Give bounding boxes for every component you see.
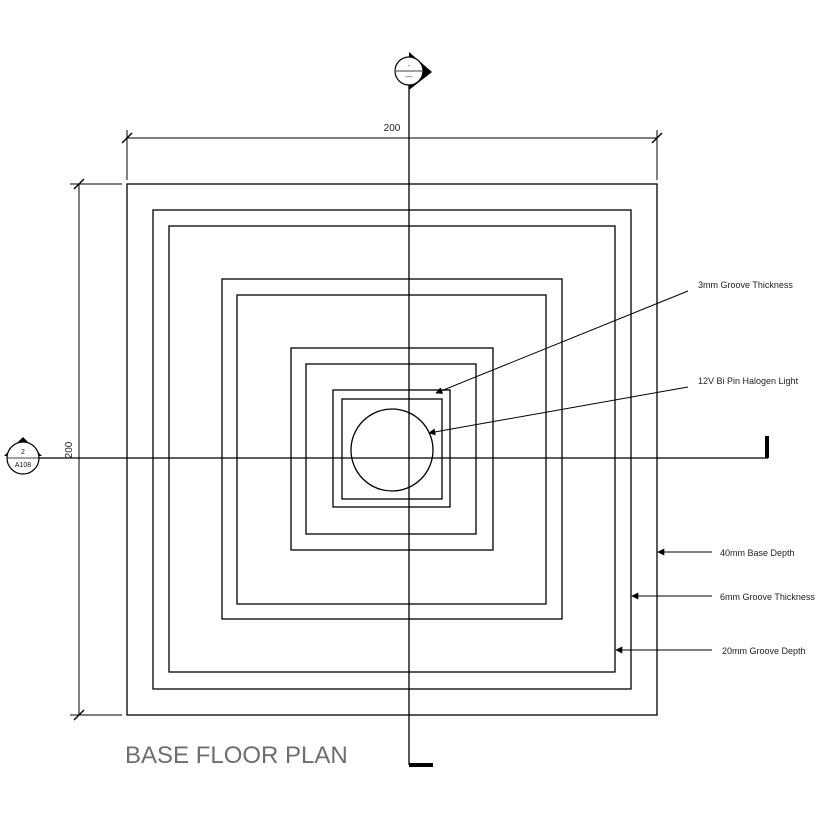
square-3 (168, 225, 616, 673)
annotation-groove-3mm: 3mm Groove Thickness (698, 280, 793, 290)
section-lines (23, 75, 768, 765)
square-6 (290, 347, 494, 551)
leader-halogen-light (428, 386, 689, 436)
left-dimension (70, 178, 122, 721)
section-marker-left-number: 2 (21, 449, 25, 456)
leader-groove-3mm (435, 290, 689, 394)
square-7 (305, 363, 477, 535)
section-marker-top-sheet: --- (406, 74, 414, 81)
section-end-mark-bottom (409, 763, 433, 767)
annotation-base-depth: 40mm Base Depth (720, 548, 795, 558)
height-dimension-label: 200 (64, 441, 75, 458)
drawing-title: BASE FLOOR PLAN (125, 742, 348, 769)
section-marker-left[interactable]: 2 A108 (4, 437, 42, 475)
halogen-light-circle (350, 408, 434, 492)
annotation-groove-6mm: 6mm Groove Thickness (720, 592, 815, 602)
section-marker-left-sheet: A108 (15, 462, 31, 469)
base-outline-squares (126, 183, 658, 716)
square-9 (341, 398, 443, 500)
annotation-leaders (428, 290, 712, 654)
square-4 (221, 278, 563, 620)
section-marker-top[interactable]: - --- (394, 52, 432, 90)
section-end-mark-right (765, 436, 769, 458)
square-5 (236, 294, 547, 605)
annotation-groove-depth: 20mm Groove Depth (722, 646, 806, 656)
square-8 (332, 389, 451, 508)
annotation-halogen-light: 12V Bi Pin Halogen Light (698, 376, 799, 386)
outer-square (126, 183, 658, 716)
square-2 (152, 209, 632, 690)
section-marker-top-number: - (408, 63, 411, 70)
top-dimension (121, 130, 663, 180)
width-dimension-label: 200 (384, 123, 401, 134)
